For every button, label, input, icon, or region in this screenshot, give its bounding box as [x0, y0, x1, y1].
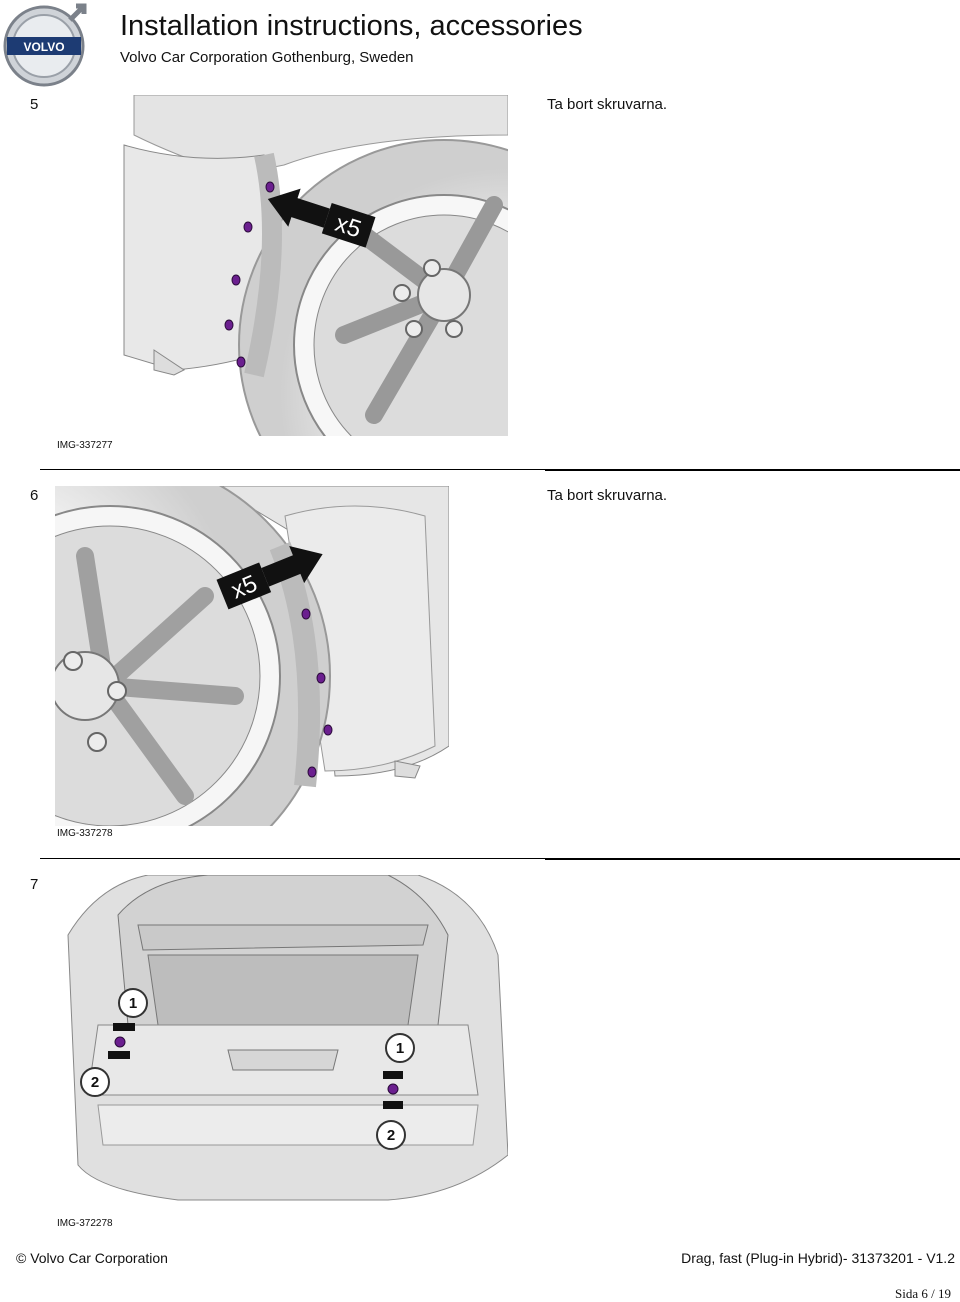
- image-id: IMG-337277: [57, 440, 113, 451]
- step-number: 6: [30, 487, 39, 504]
- arrow-badge: x5: [216, 546, 323, 610]
- page-number: Sida 6 / 19: [895, 1286, 951, 1301]
- page-subtitle: Volvo Car Corporation Gothenburg, Sweden: [120, 49, 414, 66]
- footer-copyright: © Volvo Car Corporation: [16, 1250, 168, 1266]
- step-instruction: Ta bort skruvarna.: [547, 487, 668, 504]
- divider: [545, 469, 960, 471]
- footer-document-id: Drag, fast (Plug-in Hybrid)- 31373201 - …: [681, 1250, 955, 1266]
- step-instruction: Ta bort skruvarna.: [547, 96, 668, 113]
- callout-label: 2: [387, 1127, 395, 1144]
- arrow-badge: x5: [267, 188, 376, 248]
- step-number: 7: [30, 876, 39, 893]
- volvo-logo: VOLVO: [0, 0, 92, 92]
- page-title: Installation instructions, accessories: [120, 10, 583, 42]
- step-illustration: x5: [114, 95, 508, 436]
- callout-label: 1: [129, 995, 137, 1012]
- callout-label: 2: [91, 1074, 99, 1091]
- logo-text: VOLVO: [23, 40, 64, 54]
- divider: [40, 469, 545, 470]
- image-id: IMG-372278: [57, 1218, 113, 1229]
- divider: [40, 858, 545, 859]
- divider: [545, 858, 960, 860]
- step-number: 5: [30, 96, 39, 113]
- image-id: IMG-337278: [57, 828, 113, 839]
- step-illustration: x5: [55, 486, 449, 826]
- step-illustration: 1 2 1 2: [58, 875, 508, 1215]
- callout-label: 1: [396, 1040, 404, 1057]
